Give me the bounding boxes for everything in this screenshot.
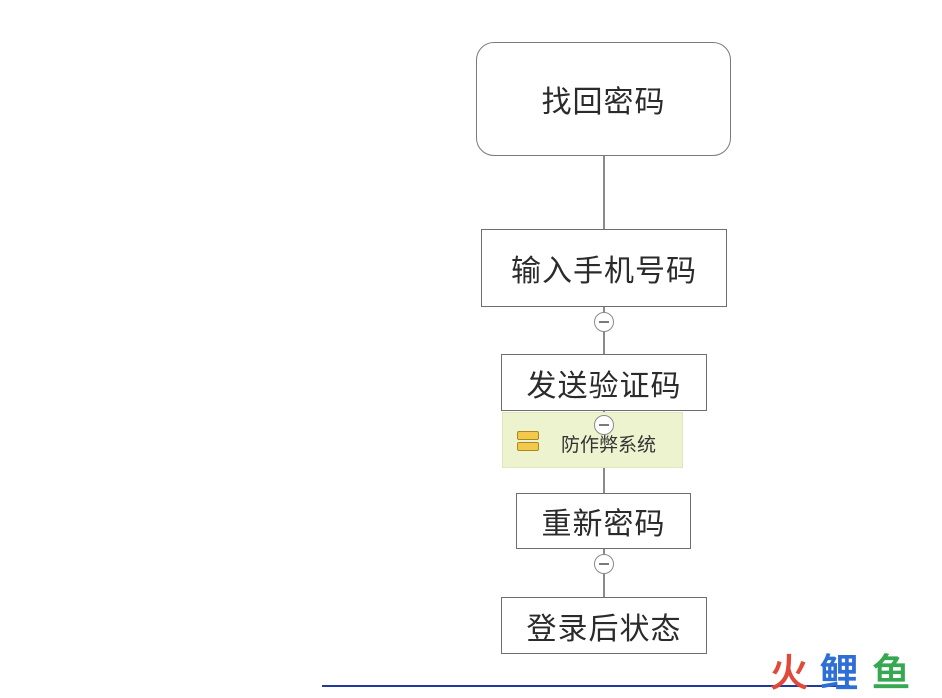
edge-root-phone	[603, 156, 605, 229]
logo-char: 火	[770, 651, 809, 695]
logo-char: 鲤	[820, 651, 859, 695]
node-label: 重新密码	[541, 507, 666, 542]
collapse-toggle-phone[interactable]	[594, 312, 614, 332]
node-label: 发送验证码	[526, 368, 682, 404]
bottom-rule	[322, 685, 850, 687]
node-login-state[interactable]: 登录后状态	[501, 597, 707, 654]
node-label: 输入手机号码	[511, 254, 697, 289]
node-send-code[interactable]: 发送验证码	[501, 354, 707, 411]
logo-char: 鱼	[872, 651, 911, 695]
node-label: 找回密码	[541, 85, 666, 120]
attachment-anti-cheat[interactable]: 防作弊系统	[502, 412, 683, 468]
node-reset-password[interactable]: 重新密码	[516, 493, 691, 549]
node-label: 登录后状态	[526, 611, 682, 647]
node-enter-phone[interactable]: 输入手机号码	[481, 229, 727, 307]
collapse-toggle-code[interactable]	[594, 415, 614, 435]
collapse-toggle-reset[interactable]	[594, 554, 614, 574]
node-find-password[interactable]: 找回密码	[476, 42, 731, 156]
attachment-label: 防作弊系统	[561, 434, 657, 456]
watermark-logo: 火 鲤 鱼	[770, 650, 930, 696]
database-icon	[517, 429, 541, 453]
